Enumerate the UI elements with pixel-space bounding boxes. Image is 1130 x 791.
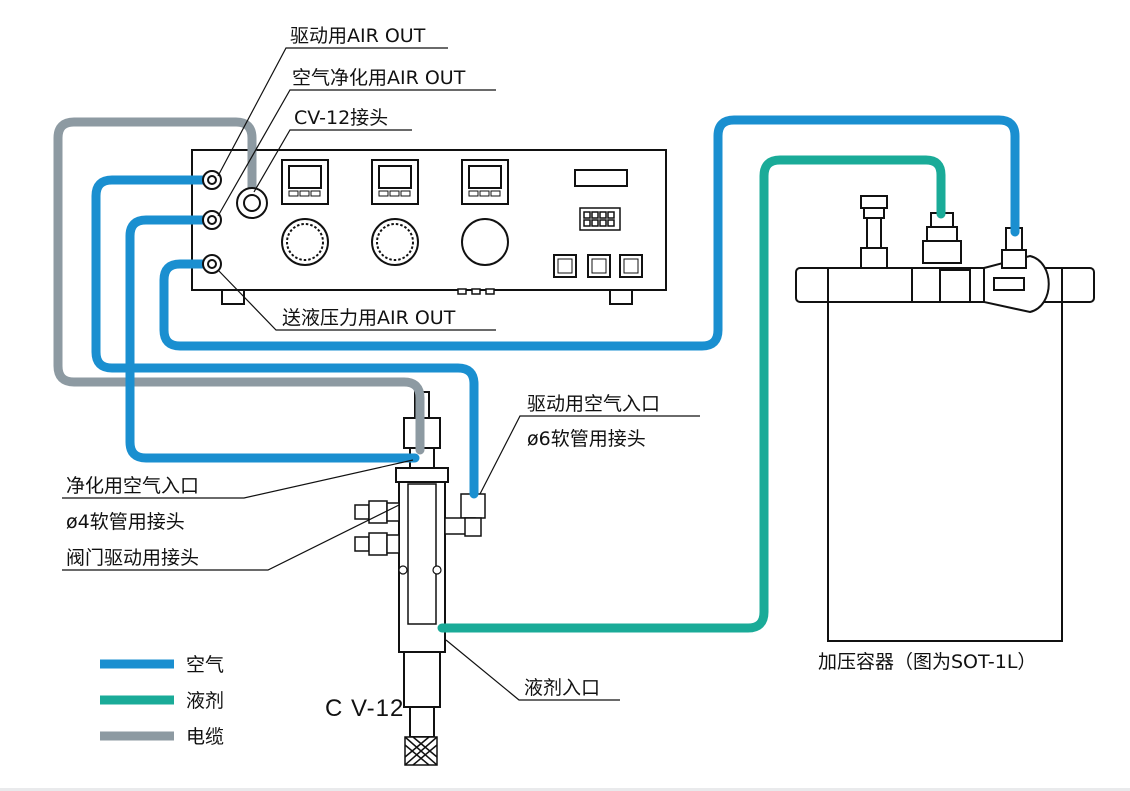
switch-1 [553,254,577,278]
label-purge-air-out: 空气净化用AIR OUT [292,67,466,89]
dispense-valve [354,391,486,766]
relief-valve [860,195,888,269]
controller-unit [191,149,667,305]
controller-foot-left [221,288,245,305]
label-cv12-joint: CV-12接头 [294,107,388,129]
controller-ports [202,170,268,274]
tubing [53,115,1020,633]
label-feed-air-out: 送液压力用AIR OUT [282,307,456,329]
label-valve-model: C V-12 [325,695,404,722]
switch-2 [587,254,611,278]
air-line-feed [159,115,1020,351]
label-drive-air-inlet: 驱动用空气入口 [527,393,660,415]
liquid-line [437,155,946,633]
tank-body [827,297,1063,642]
port-cv12-joint [236,187,268,219]
label-plate [574,169,628,187]
regulator-knob-3 [461,218,509,266]
pressure-display-3 [461,159,509,205]
cable-line [53,117,425,455]
drive-air-elbow [444,493,486,537]
controller-foot-right [609,288,633,305]
valve-nozzle [404,736,438,766]
legend-label-air: 空气 [186,654,224,676]
port-drive-air-out [202,170,222,190]
switch-3 [619,254,643,278]
regulator-knob-2 [371,218,419,266]
valve-drive-fitting-lower [354,532,400,556]
label-liquid-inlet: 液剂入口 [524,677,600,699]
legend-label-liquid: 液剂 [186,690,224,712]
pressure-tank [795,195,1095,642]
pressure-display-1 [281,159,329,205]
callout-leaders [62,47,700,701]
label-valve-fitting: 阀门驱动用接头 [66,547,199,569]
port-purge-air-out [202,210,222,230]
label-purge-fitting: ø4软管用接头 [66,511,185,533]
valve-nozzle-holder [403,651,441,708]
legend: 空气 液剂 电缆 [100,654,224,748]
footer-divider [0,788,1130,791]
label-drive-air-out: 驱动用AIR OUT [290,25,426,47]
tank-liquid-outlet [922,212,962,264]
regulator-knob-1 [281,218,329,266]
lid-clamp [911,254,1050,314]
legend-label-cable: 电缆 [186,726,224,748]
air-line-purge [125,215,420,463]
label-purge-air-inlet: 净化用空气入口 [66,475,199,497]
valve-drive-fitting-upper [354,500,400,524]
label-drive-fitting: ø6软管用接头 [527,428,646,450]
connector-block [579,207,621,231]
port-feed-air-out [202,254,222,274]
label-tank: 加压容器（图为SOT-1L） [818,651,1036,673]
air-line-drive [91,175,479,499]
pressure-display-2 [371,159,419,205]
